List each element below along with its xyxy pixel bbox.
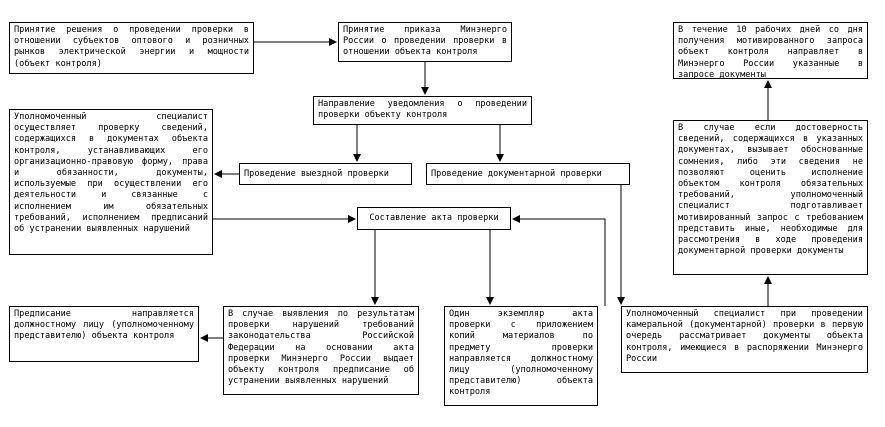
box-documentary: Проведение документарной проверки bbox=[426, 163, 630, 185]
arrow-cameral-to-act bbox=[512, 215, 606, 306]
box-violations: В случае выявления по результатам провер… bbox=[223, 306, 419, 395]
box-copy: Один экземпляр акта проверки с приложени… bbox=[444, 306, 598, 406]
box-specialist-check: Уполномоченный специалист осуществляет п… bbox=[9, 109, 213, 255]
box-cameral: Уполномоченный специалист при проведении… bbox=[621, 306, 868, 373]
box-ten-days: В течение 10 рабочих дней со дня получен… bbox=[673, 22, 868, 79]
box-order-issue: Предписание направляется должностному ли… bbox=[9, 306, 199, 362]
box-notice: Направление уведомления о проведении про… bbox=[313, 96, 532, 125]
box-order: Принятие приказа Минэнерго России о пров… bbox=[338, 22, 512, 62]
box-onsite: Проведение выездной проверки bbox=[239, 163, 412, 185]
box-decision: Принятие решения о проведении проверки в… bbox=[9, 22, 254, 74]
box-doubts: В случае если достоверность сведений, со… bbox=[673, 120, 868, 275]
box-act: Составление акта проверки bbox=[357, 207, 511, 230]
